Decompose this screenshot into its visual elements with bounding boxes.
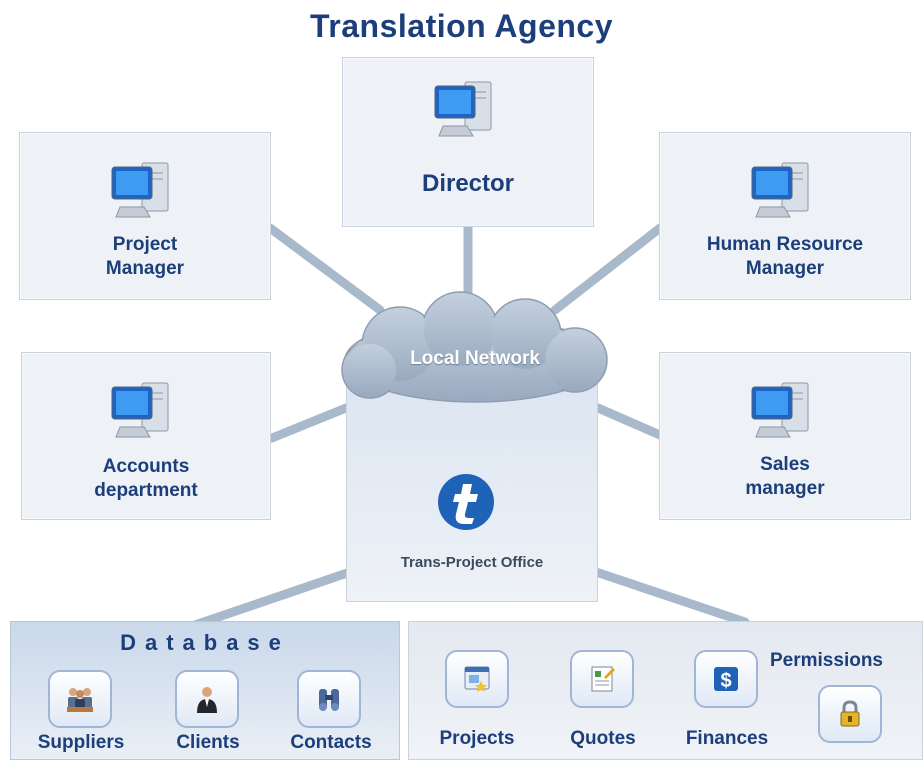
quotes-tile[interactable] <box>570 650 634 708</box>
link-sales <box>593 403 665 440</box>
contacts-label: Contacts <box>290 732 372 753</box>
computer-icon <box>111 162 169 218</box>
projects-tile[interactable] <box>445 650 509 708</box>
computer-icon <box>434 81 492 137</box>
node-project-manager: Project Manager <box>19 132 271 300</box>
node-accounts: Accounts department <box>21 352 271 520</box>
link-modules <box>591 567 750 627</box>
projects-label: Projects <box>439 728 515 749</box>
suppliers-tile[interactable] <box>48 670 112 728</box>
node-sales: Sales manager <box>659 352 911 520</box>
network-label: Local Network <box>410 348 540 369</box>
link-accounts <box>267 403 351 443</box>
finances-icon: $ <box>714 667 738 692</box>
quotes-icon <box>591 666 615 692</box>
node-accounts-label: Accounts department <box>94 456 198 501</box>
node-hr-manager-label: Human Resource Manager <box>706 234 864 279</box>
suppliers-label: Suppliers <box>37 732 125 753</box>
node-sales-label: Sales manager <box>745 454 825 499</box>
clients-label: Clients <box>176 732 240 753</box>
cloud-icon <box>341 291 608 403</box>
permissions-tile[interactable] <box>818 685 882 743</box>
contacts-tile[interactable] <box>297 670 361 728</box>
node-director-label: Director <box>421 170 515 197</box>
computer-icon <box>751 162 809 218</box>
finances-tile[interactable]: $ <box>694 650 758 708</box>
node-director: Director <box>342 57 594 227</box>
link-hr-manager <box>550 223 665 315</box>
link-project-manager <box>265 223 385 315</box>
permissions-label: Permissions <box>770 650 883 671</box>
projects-icon <box>464 666 490 692</box>
contacts-icon <box>319 689 339 711</box>
trans-project-logo-icon <box>438 474 494 530</box>
trans-project-label: Trans-Project Office <box>400 554 544 571</box>
quotes-label: Quotes <box>570 728 636 749</box>
clients-icon <box>197 687 217 713</box>
finances-label: Finances <box>685 728 769 749</box>
database-title: Database <box>120 630 290 655</box>
page-title: Translation Agency <box>310 8 613 44</box>
link-database <box>190 567 355 630</box>
clients-tile[interactable] <box>175 670 239 728</box>
lock-icon <box>840 700 860 727</box>
node-project-manager-label: Project Manager <box>105 234 185 279</box>
node-hr-manager: Human Resource Manager <box>659 132 911 300</box>
computer-icon <box>751 382 809 438</box>
suppliers-icon <box>67 688 93 712</box>
computer-icon <box>111 382 169 438</box>
svg-text:$: $ <box>720 670 731 692</box>
